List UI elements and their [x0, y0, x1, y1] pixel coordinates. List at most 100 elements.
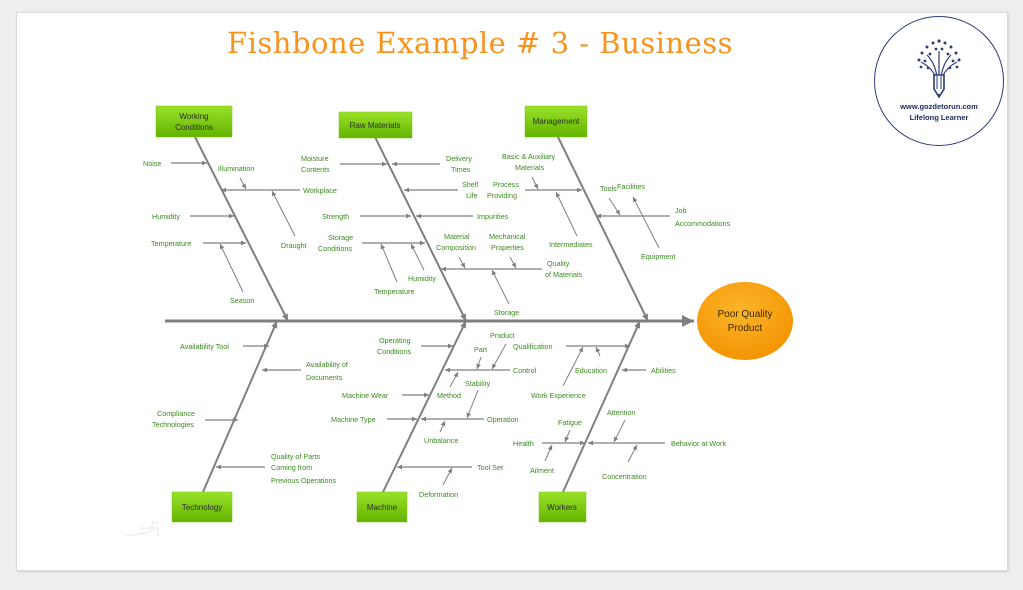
svg-text:Workers: Workers [547, 503, 577, 512]
cause-operation: Operation [421, 415, 519, 424]
cause-attention: Attention [607, 408, 635, 443]
svg-text:Material: Material [444, 232, 470, 241]
svg-text:Ailment: Ailment [530, 466, 554, 475]
cause-fatigue: Fatigue [558, 418, 582, 443]
diagram-title: Fishbone Example # 3 - Business [226, 26, 734, 60]
cause-storage: Storage [491, 269, 519, 317]
cause-facilities: Facilities [617, 182, 645, 191]
svg-text:Stability: Stability [465, 379, 491, 388]
svg-text:Method: Method [437, 391, 461, 400]
svg-text:Operating: Operating [379, 336, 411, 345]
cause-process-providing: Process Providing [487, 180, 582, 200]
watermark-icon [125, 521, 159, 537]
svg-text:Education: Education [575, 366, 607, 375]
svg-text:Part: Part [474, 345, 487, 354]
svg-text:Storage: Storage [328, 233, 353, 242]
cause-temperature-wc: Temperature [151, 239, 246, 248]
svg-text:Intermediates: Intermediates [549, 240, 593, 249]
svg-text:Contents: Contents [301, 165, 330, 174]
svg-text:Compliance: Compliance [157, 409, 195, 418]
cause-workplace: Workplace [221, 186, 337, 195]
cause-machine-type: Machine Type [331, 415, 417, 424]
bone-technology [202, 320, 278, 493]
category-technology: Technology [171, 491, 233, 523]
svg-text:Quality of Parts: Quality of Parts [271, 452, 321, 461]
svg-text:Product: Product [490, 331, 515, 340]
svg-text:Technologies: Technologies [152, 420, 194, 429]
svg-text:Composition: Composition [436, 243, 476, 252]
cause-qualification: Qualification [513, 342, 630, 351]
svg-text:Qualification: Qualification [513, 342, 553, 351]
category-management: Management [524, 105, 588, 138]
head-line1: Poor Quality [717, 309, 772, 320]
cause-storage-conditions: Storage Conditions [318, 233, 425, 253]
svg-text:Conditions: Conditions [318, 244, 352, 253]
svg-text:Illumination: Illumination [218, 164, 254, 173]
cause-availability-tool: Availability Tool [180, 342, 269, 351]
svg-text:Conditions: Conditions [377, 347, 411, 356]
cause-ailment: Ailment [530, 444, 554, 475]
svg-text:Job: Job [675, 206, 687, 215]
svg-text:Providing: Providing [487, 191, 517, 200]
svg-text:Machine: Machine [367, 503, 398, 512]
svg-text:Availability of: Availability of [306, 360, 348, 369]
logo-badge: www.gozdetorun.com Lifelong Learner [874, 16, 1004, 146]
svg-text:Shelf: Shelf [462, 180, 478, 189]
svg-text:Humidity: Humidity [152, 212, 180, 221]
svg-text:Control: Control [513, 366, 537, 375]
svg-text:Concentration: Concentration [602, 472, 647, 481]
svg-text:Attention: Attention [607, 408, 635, 417]
cause-strength: Strength [322, 212, 411, 221]
head-line2: Product [728, 323, 763, 334]
bone-machine [382, 320, 467, 493]
svg-text:Materials: Materials [515, 163, 545, 172]
svg-text:Equipment: Equipment [641, 252, 675, 261]
cause-temperature-rm: Temperature [374, 243, 414, 296]
svg-text:Basic & Auxiliary: Basic & Auxiliary [502, 152, 556, 161]
cause-moisture: Moisture Contents [301, 154, 387, 174]
svg-text:Times: Times [451, 165, 471, 174]
svg-text:Tool Set: Tool Set [477, 463, 503, 472]
cause-impurities: Impurities [416, 212, 509, 221]
category-machine: Machine [356, 491, 408, 523]
svg-text:Availability Tool: Availability Tool [180, 342, 229, 351]
svg-text:Working: Working [179, 112, 208, 121]
cause-intermediates: Intermediates [549, 191, 593, 249]
svg-text:Coming from: Coming from [271, 463, 312, 472]
category-working-conditions: Working Conditions [155, 105, 233, 138]
bone-management [557, 136, 649, 322]
svg-text:Strength: Strength [322, 212, 349, 221]
svg-text:of Materials: of Materials [545, 270, 583, 279]
cause-education: Education [575, 346, 607, 375]
cause-work-experience: Work Experience [531, 346, 586, 400]
svg-text:Temperature: Temperature [374, 287, 414, 296]
svg-text:Storage: Storage [494, 308, 519, 317]
cause-draught: Draught [271, 190, 307, 250]
svg-text:Mechanical: Mechanical [489, 232, 526, 241]
svg-text:Properties: Properties [491, 243, 524, 252]
cause-stability: Stability [465, 379, 491, 419]
svg-text:Management: Management [533, 117, 580, 126]
cause-deformation: Deformation [419, 467, 458, 499]
svg-text:Humidity: Humidity [408, 274, 436, 283]
svg-text:Season: Season [230, 296, 254, 305]
logo-tagline: Lifelong Learner [909, 113, 969, 122]
slide [16, 12, 1008, 571]
svg-text:Deformation: Deformation [419, 490, 458, 499]
cause-machine-wear: Machine Wear [342, 391, 429, 400]
svg-text:Previous Operations: Previous Operations [271, 476, 337, 485]
svg-text:Operation: Operation [487, 415, 519, 424]
svg-text:Documents: Documents [306, 373, 343, 382]
svg-text:Facilities: Facilities [617, 182, 645, 191]
svg-text:Noise: Noise [143, 159, 161, 168]
svg-text:Machine Wear: Machine Wear [342, 391, 389, 400]
cause-basic-auxiliary: Basic & Auxiliary Materials [502, 152, 556, 190]
effect-head [697, 282, 793, 360]
cause-delivery: Delivery Times [392, 154, 472, 174]
cause-equipment: Equipment [632, 196, 675, 261]
svg-text:Work Experience: Work Experience [531, 391, 586, 400]
cause-mechanical-properties: Mechanical Properties [489, 232, 526, 269]
cause-part: Part [474, 345, 487, 370]
svg-text:Life: Life [466, 191, 478, 200]
cause-humidity-rm: Humidity [408, 243, 436, 283]
